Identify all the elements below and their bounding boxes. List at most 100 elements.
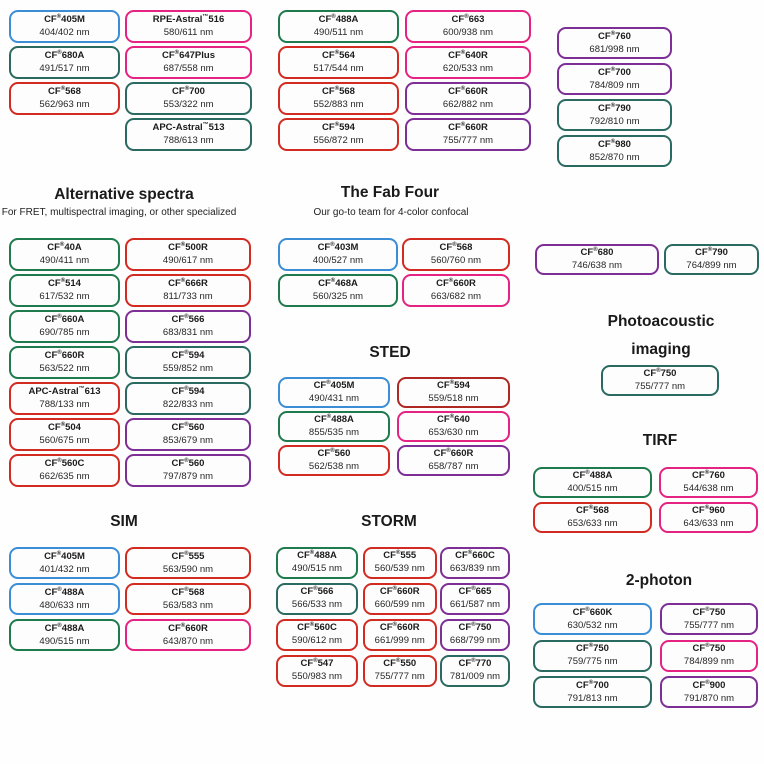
dye-name: CF®900 xyxy=(692,679,726,691)
dye-name: CF®488A xyxy=(314,413,354,425)
registered-mark: ® xyxy=(184,550,189,557)
dye-name: CF®700 xyxy=(576,679,609,691)
dye-name: CF®560C xyxy=(44,457,85,469)
dye-wavelengths: 400/515 nm xyxy=(567,483,618,494)
dye-wavelengths: 791/813 nm xyxy=(567,692,618,704)
registered-mark: ® xyxy=(57,586,62,593)
dye-name: CF®594 xyxy=(171,349,205,361)
dye-name: CF®594 xyxy=(171,385,205,397)
dye-name: CF®660A xyxy=(44,313,85,325)
dye-wavelengths: 791/870 nm xyxy=(683,692,735,704)
section-title-storm: STORM xyxy=(361,513,417,530)
section-title-alternative-spectra: Alternative spectra xyxy=(54,186,194,203)
registered-mark: ® xyxy=(392,622,397,629)
section-subtitle-alternative-spectra: For FRET, multispectral imaging, or othe… xyxy=(1,207,237,218)
registered-mark: ® xyxy=(585,469,590,476)
dye-name: APC-Astral™613 xyxy=(28,385,101,397)
registered-mark: ® xyxy=(704,469,710,476)
dye-wavelengths: 560/539 nm xyxy=(374,563,425,575)
dye-name: CF®560 xyxy=(171,457,205,469)
registered-mark: ® xyxy=(330,277,336,284)
dye-wavelengths: 490/617 nm xyxy=(162,254,214,266)
dye-wavelengths: 755/777 nm xyxy=(442,135,494,146)
dye-wavelengths: 544/638 nm xyxy=(683,483,734,494)
dye-pill: CF®640R 620/533 nm xyxy=(405,46,531,79)
dye-name: CF®660R xyxy=(448,85,488,97)
dye-name: CF®660K xyxy=(572,606,613,618)
dye-name: CF®750 xyxy=(643,367,677,379)
registered-mark: ® xyxy=(326,379,331,386)
registered-mark: ® xyxy=(610,102,616,109)
dye-name: CF®660R xyxy=(379,622,420,634)
dye-name: CF®405M xyxy=(44,550,85,562)
dye-wavelengths: 653/633 nm xyxy=(567,517,618,529)
registered-mark: ® xyxy=(184,586,189,593)
registered-mark: ® xyxy=(471,658,476,665)
registered-mark: ® xyxy=(57,49,62,56)
dye-name: CF®468A xyxy=(318,277,358,289)
dye-wavelengths: 822/833 nm xyxy=(162,398,214,410)
dye-wavelengths: 660/599 nm xyxy=(374,599,425,611)
dye-wavelengths: 553/322 nm xyxy=(163,99,214,110)
registered-mark: ® xyxy=(180,277,186,284)
dye-name: CF®960 xyxy=(692,504,725,516)
dye-wavelengths: 643/870 nm xyxy=(162,635,214,647)
registered-mark: ® xyxy=(184,457,189,464)
dye-name: CF®666R xyxy=(168,277,208,289)
dye-name: CF®568 xyxy=(48,85,81,97)
dye-name: CF®640 xyxy=(437,413,470,425)
dye-name: CF®488A xyxy=(44,586,85,598)
registered-mark: ® xyxy=(184,385,189,392)
dye-name: CF®568 xyxy=(171,586,205,598)
dye-wavelengths: 792/810 nm xyxy=(589,115,640,127)
registered-mark: ® xyxy=(704,504,710,511)
registered-mark: ® xyxy=(610,30,616,37)
dye-wavelengths: 853/679 nm xyxy=(162,434,214,446)
dye-name: CF®750 xyxy=(576,642,609,654)
dye-wavelengths: 563/583 nm xyxy=(162,599,214,611)
dye-name: CF®760 xyxy=(598,30,631,42)
dye-name: CF®760 xyxy=(692,469,725,481)
dye-name: CF®660R xyxy=(379,586,420,598)
dye-name: CF®488A xyxy=(44,622,85,634)
dye-name: CF®504 xyxy=(48,421,81,433)
dye-wavelengths: 755/777 nm xyxy=(374,671,425,683)
dye-name: CF®555 xyxy=(171,550,205,562)
dye-wavelengths: 811/733 nm xyxy=(163,290,213,302)
dye-wavelengths: 681/998 nm xyxy=(589,43,640,55)
dye-wavelengths: 620/533 nm xyxy=(442,63,494,74)
registered-mark: ® xyxy=(588,642,594,649)
dye-wavelengths: 552/883 nm xyxy=(313,99,364,110)
registered-mark: ® xyxy=(174,49,180,56)
dye-name: CF®568 xyxy=(322,85,355,97)
dye-name: CF®640R xyxy=(448,49,488,61)
registered-mark: ® xyxy=(460,121,466,128)
registered-mark: ® xyxy=(449,413,455,420)
dye-wavelengths: 600/938 nm xyxy=(442,27,494,38)
dye-name: CF®560 xyxy=(317,447,351,459)
